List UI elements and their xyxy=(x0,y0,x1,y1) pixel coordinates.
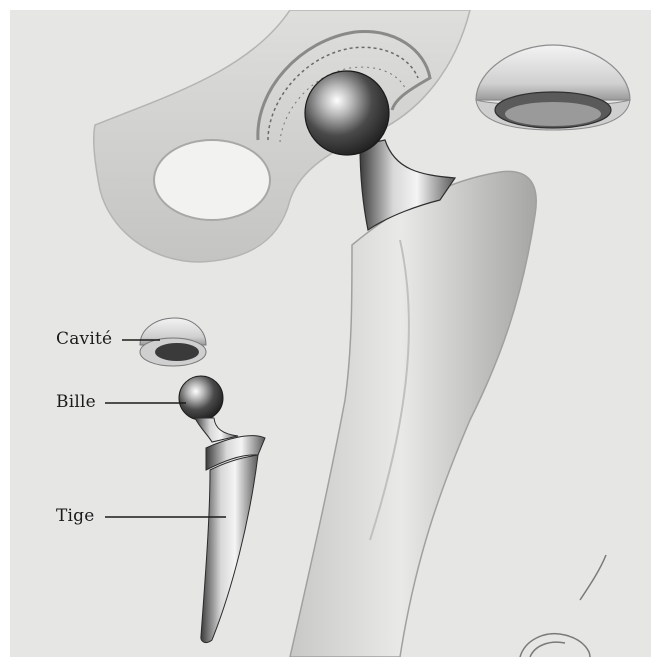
label-bille: Bille xyxy=(56,392,96,412)
label-cavite: Cavité xyxy=(56,329,112,349)
implanted-ball xyxy=(305,71,389,155)
obturator-foramen xyxy=(154,140,270,220)
label-tige: Tige xyxy=(56,506,95,526)
small-cup xyxy=(140,318,206,366)
small-ball xyxy=(179,376,223,420)
